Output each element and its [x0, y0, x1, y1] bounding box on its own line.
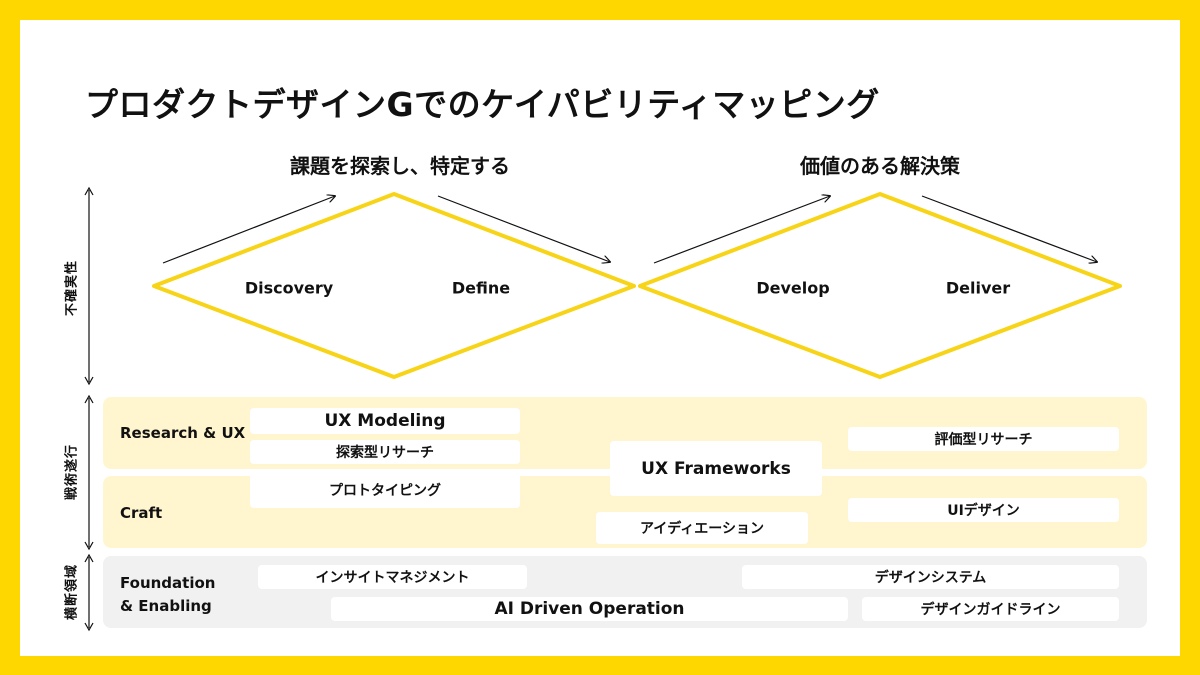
arrow-develop: [653, 196, 830, 264]
label-develop: Develop: [756, 278, 830, 298]
axis-label-tactical: 戦術遂行: [64, 443, 80, 501]
arrow-deliver: [921, 195, 1097, 262]
capability-ideation: アイディエーション: [596, 512, 808, 544]
axis-uncertainty-arrow: [84, 186, 94, 386]
capability-ux-frameworks: UX Frameworks: [610, 441, 822, 496]
arrow-discovery: [162, 196, 335, 264]
label-deliver: Deliver: [945, 278, 1011, 298]
row-label-foundation-1: Foundation: [120, 574, 216, 592]
capability-prototyping: プロトタイピング: [250, 472, 520, 508]
axis-cross-arrow: [84, 553, 94, 632]
capability-insight-management: インサイトマネジメント: [258, 565, 527, 589]
diamond-problem: [152, 192, 636, 379]
capability-exploratory-research: 探索型リサーチ: [250, 440, 520, 464]
arrow-define: [437, 195, 610, 262]
phase-heading-problem: 課題を探索し、特定する: [290, 154, 510, 178]
phase-heading-solution: 価値のある解決策: [800, 154, 960, 178]
capability-evaluative-research: 評価型リサーチ: [848, 427, 1119, 451]
row-label-research: Research & UX: [120, 424, 246, 442]
capability-design-guideline: デザインガイドライン: [862, 597, 1119, 621]
label-discovery: Discovery: [244, 278, 334, 298]
axis-tactical-arrow: [84, 394, 94, 551]
capability-ai-driven-operation: AI Driven Operation: [331, 597, 848, 621]
capability-ux-modeling: UX Modeling: [250, 408, 520, 434]
axis-label-cross: 横断領域: [64, 563, 80, 621]
row-label-foundation-2: & Enabling: [120, 597, 212, 615]
label-define: Define: [451, 278, 511, 298]
row-label-craft: Craft: [120, 504, 163, 522]
capability-ui-design: UIデザイン: [848, 498, 1119, 522]
diamond-solution: [638, 192, 1122, 379]
page-title: プロダクトデザインGでのケイパビリティマッピング: [85, 85, 880, 124]
capability-design-system: デザインシステム: [742, 565, 1119, 589]
axis-label-uncertainty: 不確実性: [64, 259, 80, 317]
